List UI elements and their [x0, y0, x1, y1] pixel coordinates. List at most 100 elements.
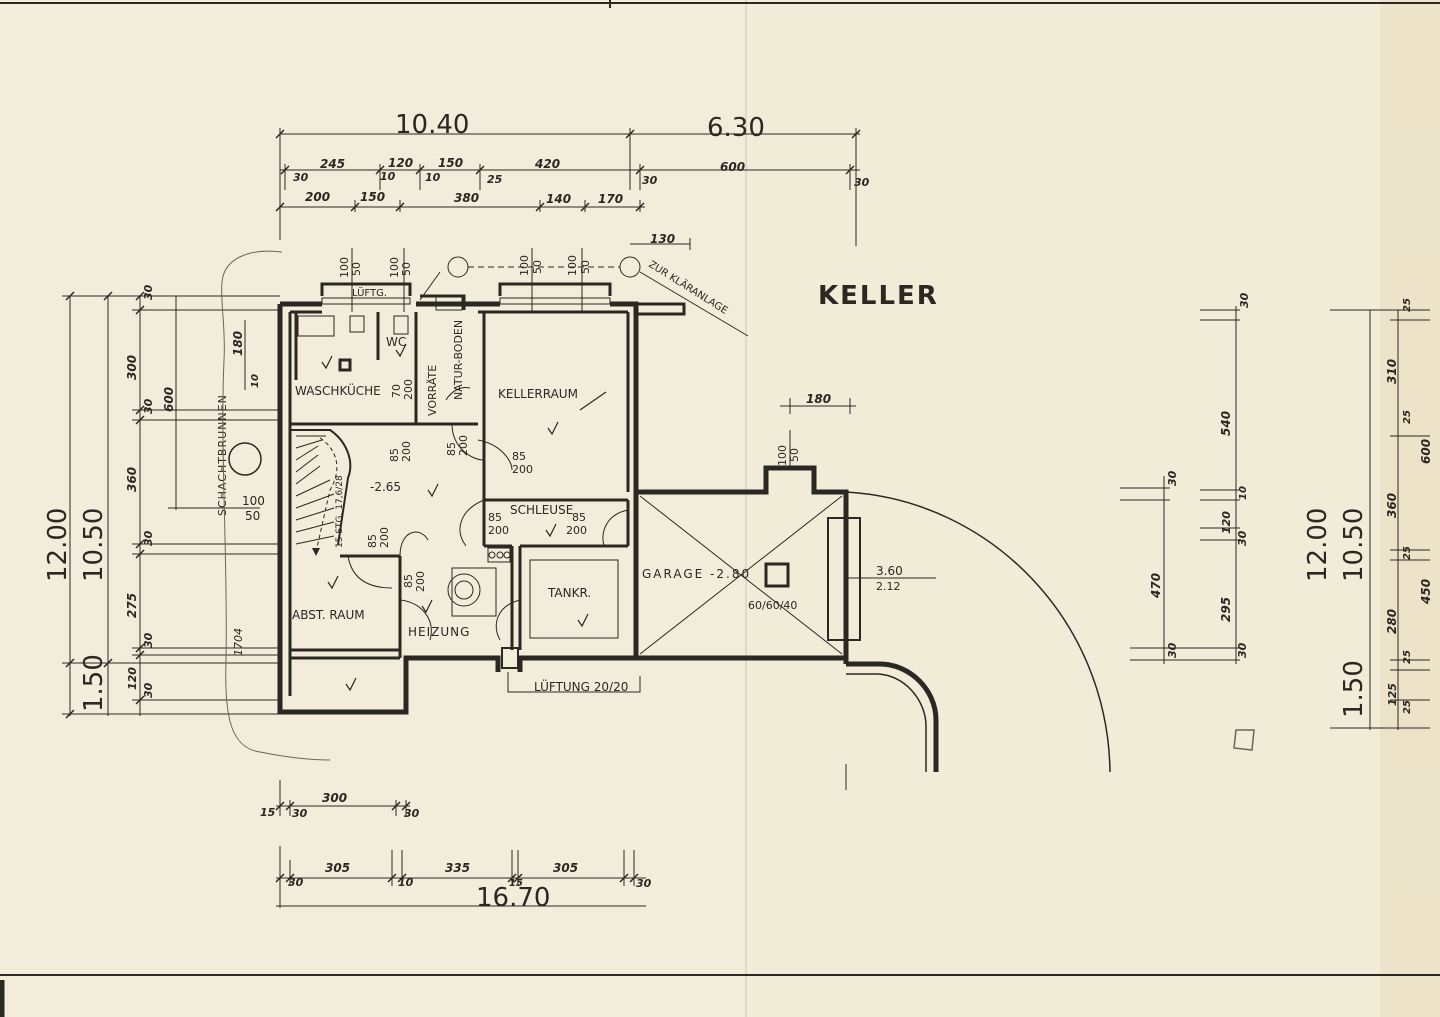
room-schleuse: SCHLEUSE — [510, 503, 573, 517]
door-1-w: 85 — [388, 448, 401, 462]
dim-30-a: 30 — [293, 171, 309, 184]
door-6-h: 200 — [378, 527, 391, 548]
dim-b-10: 10 — [398, 876, 414, 889]
dim-b-300: 300 — [322, 791, 347, 805]
door-1-h: 200 — [400, 441, 413, 462]
dim-200: 200 — [305, 190, 330, 204]
dim-mr-30a: 30 — [1238, 292, 1251, 308]
dim-b-30d: 30 — [636, 877, 652, 890]
room-waschkueche: WASCHKÜCHE — [295, 382, 381, 398]
dim-l-600: 600 — [162, 387, 176, 412]
dim-bottom-total: 16.70 — [476, 883, 550, 913]
dim-l-360: 360 — [125, 467, 139, 492]
bottom-dimension-lines — [276, 780, 646, 908]
dim-fr-25e: 25 — [1402, 700, 1413, 714]
dim-mr-120: 120 — [1220, 511, 1233, 534]
dim-mr-30e: 30 — [1236, 642, 1249, 658]
dim-fr-25d: 25 — [1402, 650, 1413, 664]
drawing-title: KELLER — [818, 281, 939, 311]
dim-b-305b: 305 — [553, 861, 578, 875]
interior-walls — [288, 310, 630, 696]
dim-mr-540: 540 — [1219, 411, 1233, 436]
far-right-dimension-lines — [1330, 309, 1430, 730]
dim-fr-25a: 25 — [1402, 298, 1413, 312]
hand-drawn-boundary — [221, 250, 331, 761]
well-shaft — [228, 442, 262, 476]
left-dimension-lines — [62, 295, 280, 716]
window-kellerraum — [499, 297, 611, 305]
exterior-walls — [277, 301, 849, 715]
dim-170: 170 — [598, 192, 623, 206]
dim-left-inner: 10.50 — [79, 508, 109, 582]
dim-l-300: 300 — [125, 355, 139, 380]
dim-b-30a: 30 — [292, 807, 308, 820]
shaft-100: 100 — [242, 494, 265, 508]
stair-arrow — [312, 548, 320, 556]
room-luefte: LÜFTG. — [352, 286, 387, 299]
win-3-b: 50 — [531, 260, 544, 274]
far-right-dimension-texts: 12.00 10.50 1.50 25 310 25 600 360 25 45… — [1303, 298, 1433, 718]
dim-top-left: 10.40 — [395, 110, 469, 140]
dim-fr-450: 450 — [1419, 579, 1433, 605]
dim-10-a: 10 — [380, 170, 396, 183]
door-5-h: 200 — [566, 524, 587, 537]
dim-b-335: 335 — [445, 861, 470, 875]
door-6-w: 85 — [366, 534, 379, 548]
drain-line — [419, 256, 749, 337]
door-2-h: 200 — [457, 435, 470, 456]
room-heizung: HEIZUNG — [408, 625, 470, 639]
dim-10-b: 10 — [425, 171, 441, 184]
door-5-w: 85 — [572, 511, 586, 524]
window-luftg — [321, 297, 411, 305]
door-8-w: 70 — [390, 384, 403, 398]
dim-fr-25b: 25 — [1402, 410, 1413, 424]
dim-mr-470: 470 — [1149, 573, 1163, 599]
dim-l-180: 180 — [231, 331, 245, 356]
win-1-a: 100 — [338, 257, 351, 278]
staircase — [290, 429, 352, 553]
mid-right-dimension-texts: 30 540 30 10 120 30 295 30 470 30 — [1149, 292, 1251, 658]
dim-b-30b: 30 — [404, 807, 420, 820]
dim-fr-125: 125 — [1386, 683, 1399, 706]
dim-150: 150 — [438, 156, 463, 170]
dim-l-1704: 1704 — [232, 628, 245, 656]
paper-fold-shadow-right — [1380, 0, 1440, 1017]
dim-b-30c: 30 — [288, 876, 304, 889]
door-2-w: 85 — [445, 442, 458, 456]
dim-left-outer: 12.00 — [43, 508, 73, 582]
garage-dim-a: 3.60 — [876, 564, 903, 578]
dim-right-bottom: 1.50 — [1339, 660, 1369, 718]
lueftung-20-20: LÜFTUNG 20/20 — [534, 678, 628, 694]
win-4-a: 100 — [566, 255, 579, 276]
left-dimension-ticks — [65, 291, 145, 719]
bottom-dimension-texts: 300 15 30 30 305 335 305 30 10 15 30 16.… — [260, 791, 652, 913]
dim-245: 245 — [320, 157, 345, 171]
room-wc: WC — [386, 335, 406, 349]
mid-right-dimension-lines — [1120, 306, 1240, 664]
room-vorraete: VORRÄTE — [426, 365, 439, 416]
dim-l-120: 120 — [126, 667, 139, 690]
room-level: -2.65 — [370, 480, 401, 494]
dim-mr-10: 10 — [1238, 486, 1249, 500]
dim-right-inner: 10.50 — [1339, 508, 1369, 582]
window-labels: 100 50 100 50 100 50 100 50 100 50 — [338, 255, 801, 466]
dim-l-30d: 30 — [142, 632, 155, 648]
garage-col: 60/60/40 — [748, 599, 797, 612]
shaft-50: 50 — [245, 509, 260, 523]
dim-mr-30b: 30 — [1166, 470, 1179, 486]
lightwells — [320, 282, 686, 316]
vent-ducts — [501, 647, 641, 693]
garage-structure — [639, 491, 1111, 790]
dim-380: 380 — [454, 191, 479, 205]
dim-b-305a: 305 — [325, 861, 350, 875]
dim-180-garage: 180 — [806, 392, 831, 406]
dim-l-10: 10 — [250, 374, 261, 388]
bottom-dimension-ticks — [275, 801, 639, 883]
door-swings — [347, 387, 629, 641]
dim-fr-310: 310 — [1385, 359, 1399, 384]
door-4-w: 85 — [488, 511, 502, 524]
dim-b-15: 15 — [260, 806, 276, 819]
win-5-a: 100 — [776, 445, 789, 466]
